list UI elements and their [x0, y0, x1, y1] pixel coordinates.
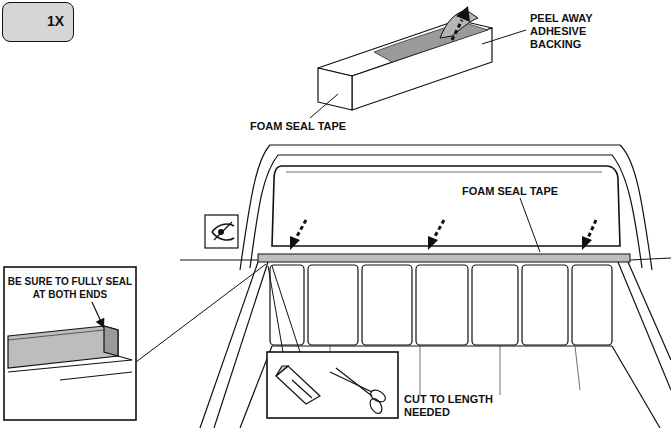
- part-label: FOAM SEAL TAPE: [462, 185, 582, 198]
- bed-panels: [270, 265, 612, 345]
- instruction-label: PEEL AWAY ADHESIVE BACKING: [530, 12, 616, 51]
- leader-line: [272, 266, 300, 352]
- detail-box: BE SURE TO FULLY SEAL AT BOTH ENDS: [4, 267, 136, 420]
- arrow-heads: [290, 236, 592, 250]
- peel-arrow-head: [456, 6, 470, 22]
- leader-line: [482, 30, 526, 44]
- scissors: [330, 368, 387, 415]
- foam-seal-strip: [258, 254, 630, 262]
- rail-end-detail: [8, 326, 132, 380]
- dashed-arrows: [296, 220, 596, 238]
- leader-line: [310, 94, 338, 118]
- truck: [180, 145, 671, 428]
- peel-arrow: [452, 20, 462, 40]
- leader-line: [268, 266, 283, 352]
- utility-knife: [276, 366, 320, 404]
- view-symbol: [205, 215, 238, 248]
- detail-inset: [4, 267, 136, 420]
- node-text: 1X: [47, 13, 73, 30]
- instruction-label: CUT TO LENGTH NEEDED: [404, 393, 500, 419]
- foam-tape-block: [318, 10, 492, 110]
- node-text: BE SURE TO FULLY SEAL AT BOTH ENDS: [6, 275, 134, 301]
- quantity-badge: 1X: [2, 2, 74, 42]
- part-label: FOAM SEAL TAPE: [250, 120, 370, 133]
- tools-inset: [267, 352, 398, 418]
- leader-line: [520, 198, 540, 252]
- leader-line: [136, 264, 266, 362]
- leader-line: [92, 302, 102, 324]
